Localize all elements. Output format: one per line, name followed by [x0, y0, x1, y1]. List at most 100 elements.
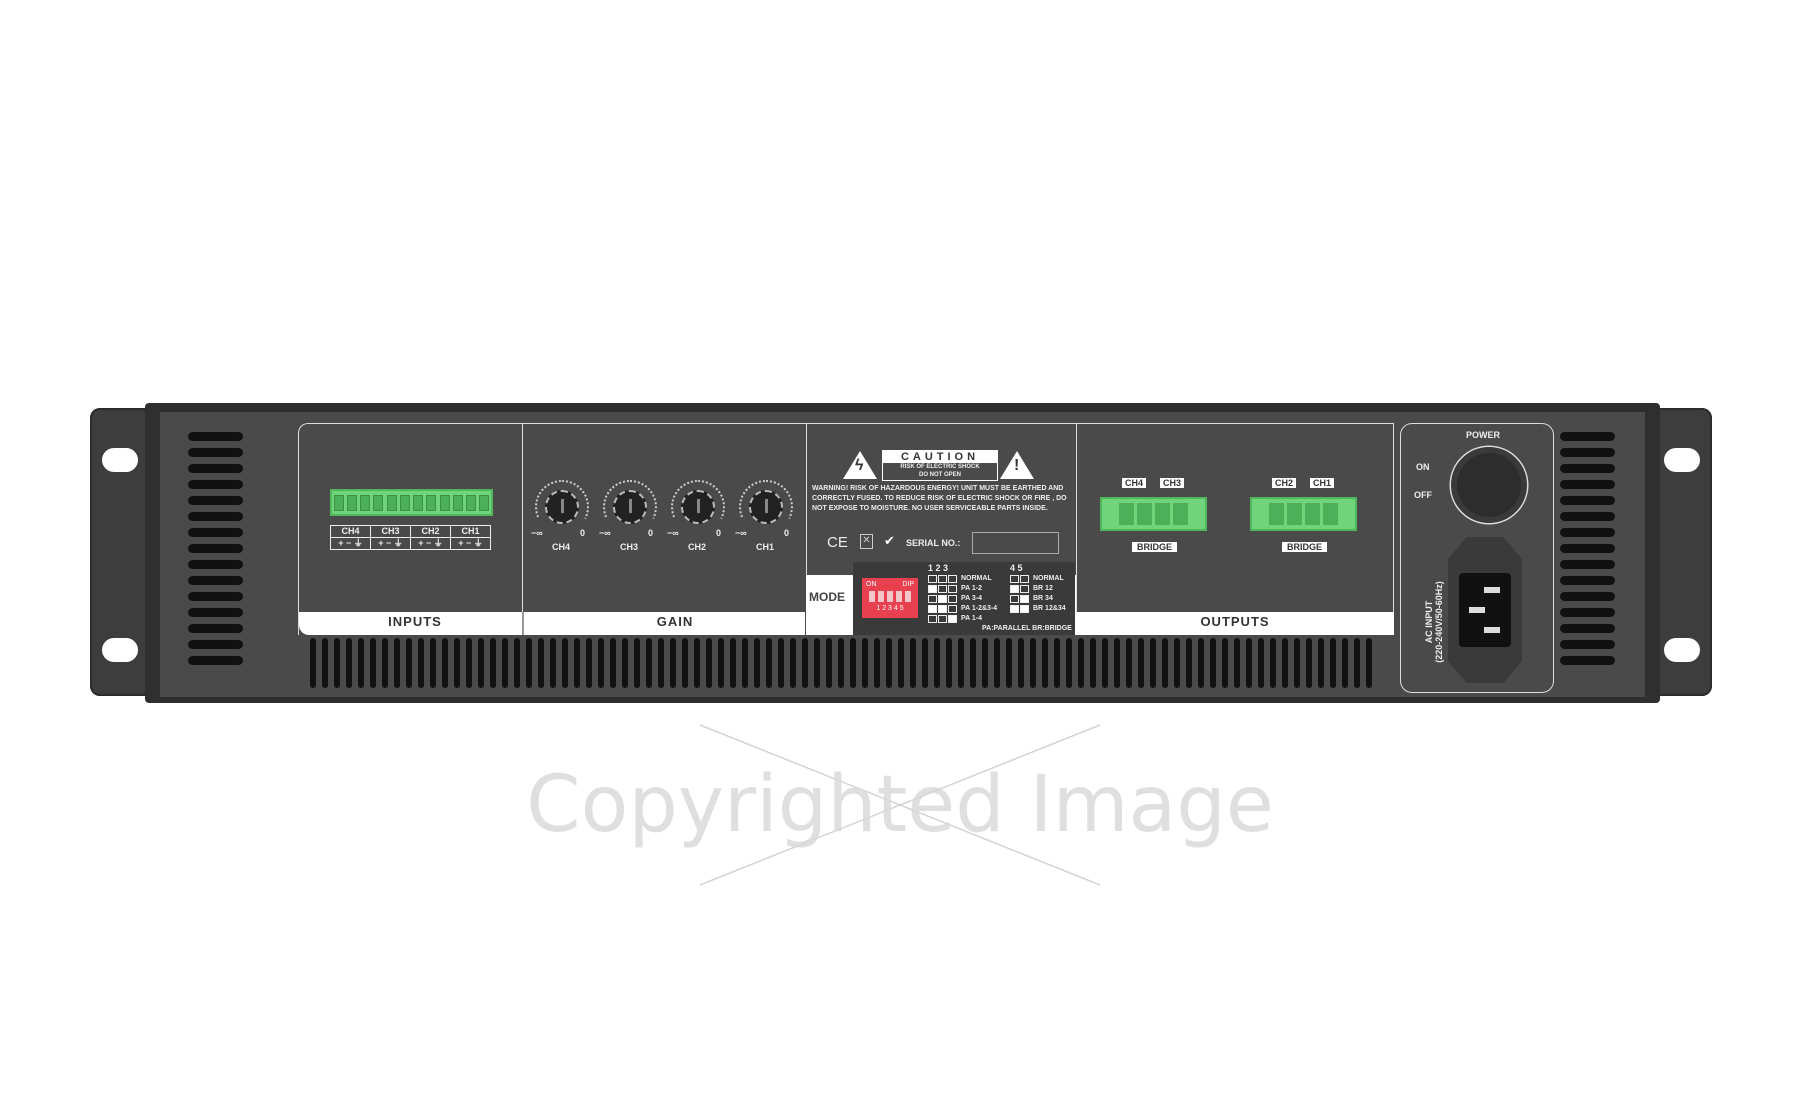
- vent-slot: [1560, 560, 1615, 569]
- vent-slot: [670, 638, 676, 688]
- gain-scale: [603, 480, 657, 521]
- terminal-pin: [466, 494, 477, 511]
- vent-slot: [442, 638, 448, 688]
- dip-toggle[interactable]: [896, 591, 902, 602]
- vent-slot: [886, 638, 892, 688]
- vent-slot: [1270, 638, 1276, 688]
- dip-pattern-cell: [928, 615, 937, 623]
- vent-slot: [874, 638, 880, 688]
- caution-line1: RISK OF ELECTRIC SHOCK: [900, 464, 980, 470]
- vent-slot: [188, 592, 243, 601]
- power-switch[interactable]: [1451, 447, 1527, 523]
- vent-slot: [188, 432, 243, 441]
- vent-slot: [598, 638, 604, 688]
- mode-footnote: PA:PARALLEL BR:BRIDGE: [982, 625, 1072, 632]
- vent-slot: [814, 638, 820, 688]
- dip-toggle[interactable]: [869, 591, 875, 602]
- terminal-pin: [1137, 503, 1152, 525]
- dip-pattern-cell: [1020, 575, 1029, 583]
- mode-row-label: PA 1-2: [961, 585, 983, 592]
- electric-shock-warning-icon: ϟ: [843, 451, 877, 479]
- vent-slot: [188, 528, 243, 537]
- gain-knob-ch1[interactable]: [749, 490, 783, 524]
- vent-slot: [922, 638, 928, 688]
- exclamation-warning-icon: !: [1000, 451, 1034, 479]
- vent-slot: [1066, 638, 1072, 688]
- terminal-pin: [1305, 503, 1320, 525]
- mode-row-label: BR 12: [1033, 585, 1053, 592]
- gain-label: GAIN: [656, 614, 694, 629]
- vent-slot: [188, 624, 243, 633]
- vent-slot: [1090, 638, 1096, 688]
- dip-pattern-cell: [1010, 605, 1019, 613]
- vent-slot: [718, 638, 724, 688]
- vent-slot: [646, 638, 652, 688]
- dip-pattern-cell: [948, 595, 957, 603]
- dip-pattern-cell: [938, 605, 947, 613]
- vent-slot: [430, 638, 436, 688]
- vent-slot: [1306, 638, 1312, 688]
- dip-title: DIP: [902, 581, 914, 588]
- vent-slot: [766, 638, 772, 688]
- mode-row-label: PA 3-4: [961, 595, 983, 602]
- speaker-output-connector[interactable]: [1250, 497, 1357, 531]
- dip-pattern-cell: [928, 585, 937, 593]
- iec-power-inlet[interactable]: [1448, 537, 1522, 683]
- vent-slot: [778, 638, 784, 688]
- vent-slot: [466, 638, 472, 688]
- vent-slot: [1114, 638, 1120, 688]
- dip-numbers: 1 2 3 4 5: [876, 605, 904, 612]
- vent-slot: [1560, 656, 1615, 665]
- mode-row-label: PA 1-2&3-4: [961, 605, 998, 612]
- vent-slot: [188, 544, 243, 553]
- mode-row: PA 1-4: [928, 614, 997, 624]
- output-channel-label: CH4: [1122, 478, 1147, 488]
- speaker-output-connector[interactable]: [1100, 497, 1207, 531]
- mode-row: BR 12: [1010, 584, 1066, 594]
- vent-slot: [910, 638, 916, 688]
- vent-slot: [382, 638, 388, 688]
- mode-row: NORMAL: [928, 574, 997, 584]
- gain-knob-ch4[interactable]: [545, 490, 579, 524]
- input-terminal-block[interactable]: [330, 489, 493, 516]
- gain-knob-ch2[interactable]: [681, 490, 715, 524]
- dip-toggle[interactable]: [905, 591, 911, 602]
- vent-slot: [1102, 638, 1108, 688]
- dip-pattern-cell: [1010, 595, 1019, 603]
- gain-channel-label: CH2: [688, 542, 707, 552]
- vent-slot: [1560, 592, 1615, 601]
- terminal-pin: [426, 494, 437, 511]
- vent-slot: [188, 608, 243, 617]
- vent-slot: [634, 638, 640, 688]
- mount-hole: [102, 448, 138, 472]
- vent-slot: [1560, 464, 1615, 473]
- vent-slot: [1174, 638, 1180, 688]
- caution-line2: DO NOT OPEN: [918, 472, 961, 478]
- dip-pattern-cell: [938, 575, 947, 583]
- vent-slot: [970, 638, 976, 688]
- gain-scale: [739, 480, 793, 521]
- vent-slot: [188, 512, 243, 521]
- vent-slot: [562, 638, 568, 688]
- vent-slot: [1198, 638, 1204, 688]
- gain-min-label: −∞: [531, 528, 543, 538]
- dip-toggle[interactable]: [887, 591, 893, 602]
- dip-toggle[interactable]: [878, 591, 884, 602]
- caution-box: CAUTION RISK OF ELECTRIC SHOCK DO NOT OP…: [882, 450, 998, 481]
- mode-row-label: NORMAL: [961, 575, 992, 582]
- on-label: ON: [1416, 462, 1430, 472]
- vent-slot: [502, 638, 508, 688]
- vent-slot: [322, 638, 328, 688]
- vent-slot: [188, 464, 243, 473]
- gain-scale: [535, 480, 589, 521]
- vent-slot: [1246, 638, 1252, 688]
- dip-pattern-cell: [938, 585, 947, 593]
- vent-slot: [1078, 638, 1084, 688]
- mode-right-header: 4 5: [1010, 563, 1023, 573]
- vent-slot: [310, 638, 316, 688]
- gain-min-label: −∞: [599, 528, 611, 538]
- vent-slot: [694, 638, 700, 688]
- gain-knob-ch3[interactable]: [613, 490, 647, 524]
